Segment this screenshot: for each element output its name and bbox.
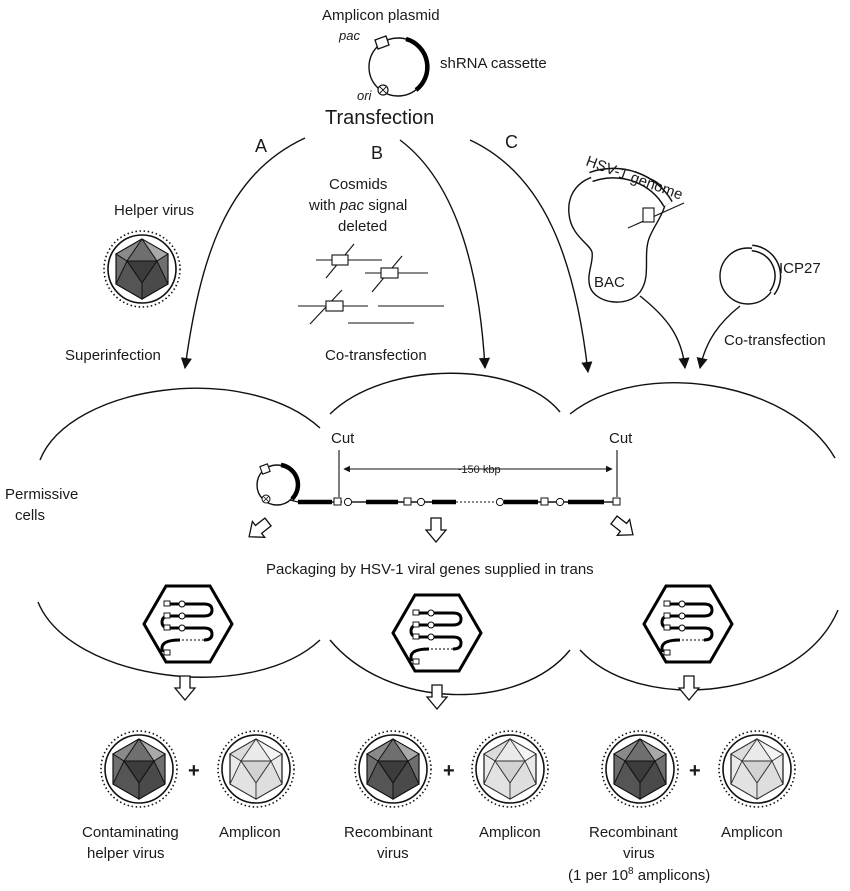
packaging-arrow-a — [242, 513, 275, 546]
release-arrow-a — [174, 675, 196, 701]
superinfection-label: Superinfection — [65, 347, 161, 364]
route-c-cotransfection-label: Co-transfection — [724, 332, 826, 349]
plus-c: + — [689, 760, 701, 782]
recombinant-b-label-line1: Recombinant — [344, 824, 433, 841]
amplicon-a-icon — [217, 730, 295, 808]
packaging-capsid-c — [642, 584, 734, 664]
cosmid-fragments — [298, 243, 444, 325]
plus-b: + — [443, 760, 455, 782]
recombinant-c-label-line2: virus — [623, 845, 655, 862]
amplicon-c-icon — [718, 730, 796, 808]
contaminating-label-line1: Contaminating — [82, 824, 179, 841]
route-label-c: C — [505, 132, 518, 152]
pac-box — [374, 35, 390, 50]
bac-to-cell-arrow — [639, 295, 690, 370]
helper-virus-icon — [103, 230, 181, 308]
ori-label: ori — [357, 88, 373, 103]
genome-size-label: ~150 kbp — [455, 464, 501, 476]
transfection-title: Transfection — [325, 107, 434, 129]
route-a-arrow — [180, 137, 306, 370]
cosmids-line3: deleted — [338, 218, 387, 235]
route-b-cotransfection-label: Co-transfection — [325, 347, 427, 364]
recombinant-virus-b-icon — [354, 730, 432, 808]
route-label-b: B — [371, 143, 383, 163]
packaging-capsid-a — [142, 584, 234, 664]
contaminating-helper-virus-icon — [100, 730, 178, 808]
route-c-arrow — [469, 139, 593, 374]
release-arrow-b — [426, 684, 448, 710]
permissive-cells — [37, 372, 839, 696]
recombinant-c-label-line3: (1 per 108 amplicons) — [568, 866, 710, 884]
amplicon-plasmid-label: Amplicon plasmid — [322, 7, 440, 24]
recombinant-virus-c-icon — [601, 730, 679, 808]
route-b-arrow — [399, 139, 491, 370]
recombinant-b-label-line2: virus — [377, 845, 409, 862]
bac-construct: HSV-1 genome BAC — [568, 153, 685, 303]
packaging-arrow-b — [425, 517, 447, 543]
cut-right-label: Cut — [609, 430, 633, 447]
amplicon-plasmid: Amplicon plasmid pac ori shRNA cassette — [322, 7, 547, 103]
helper-virus-label: Helper virus — [114, 202, 194, 219]
release-arrow-c — [678, 675, 700, 701]
cosmids-line2: with pac signal — [308, 197, 407, 214]
shrna-cassette-label: shRNA cassette — [440, 55, 547, 72]
bac-label: BAC — [594, 274, 625, 291]
cut-markers — [338, 450, 618, 497]
icp27-to-cell-arrow — [696, 305, 741, 370]
pac-label: pac — [338, 28, 360, 43]
packaging-capsid-b — [391, 593, 483, 673]
cosmids-line1: Cosmids — [329, 176, 387, 193]
contaminating-label-line2: helper virus — [87, 845, 165, 862]
plus-a: + — [188, 760, 200, 782]
permissive-label-line1: Permissive — [5, 486, 78, 503]
permissive-label-line2: cells — [15, 507, 45, 524]
route-label-a: A — [255, 136, 267, 156]
concatemer — [256, 462, 621, 507]
amplicon-c-label: Amplicon — [721, 824, 783, 841]
cut-left-label: Cut — [331, 430, 355, 447]
amplicon-a-label: Amplicon — [219, 824, 281, 841]
amplicon-b-label: Amplicon — [479, 824, 541, 841]
packaging-label: Packaging by HSV-1 viral genes supplied … — [266, 561, 594, 578]
recombinant-c-label-line1: Recombinant — [589, 824, 678, 841]
icp27-label: ICP27 — [779, 260, 821, 277]
packaging-arrow-c — [607, 511, 640, 544]
icp27-plasmid: ICP27 — [719, 244, 821, 305]
amplicon-b-icon — [471, 730, 549, 808]
